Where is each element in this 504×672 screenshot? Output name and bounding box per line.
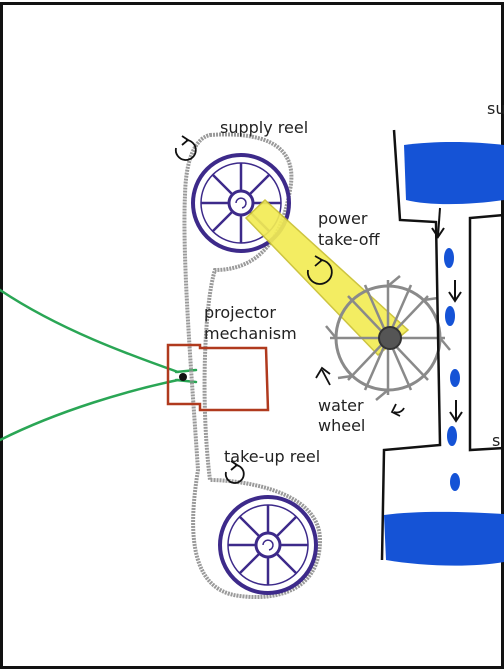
projector-mechanism-label-line2: mechanism	[204, 324, 297, 343]
supply-reel-hub	[227, 189, 255, 217]
supply-reel-label: supply reel	[220, 118, 308, 137]
take-up-reel	[218, 495, 318, 595]
tank-outline-left	[380, 129, 442, 561]
water-wheel	[325, 275, 451, 401]
rotation-arrow-icon	[224, 460, 245, 484]
water-wheel-axle	[378, 326, 402, 350]
take-up-reel-label: take-up reel	[224, 447, 320, 466]
water-droplet	[444, 248, 454, 268]
water-wheel-paddles	[325, 275, 451, 401]
projector-lens	[179, 373, 187, 381]
light-rays	[0, 288, 198, 442]
rotation-arrow-icon	[315, 366, 331, 386]
upper-water-tank-fill	[404, 141, 504, 205]
water-droplet	[450, 473, 460, 491]
rotation-arrow-icon	[390, 403, 405, 417]
water-wheel-label-line2: wheel	[318, 416, 365, 435]
power-take-off-label-line2: take-off	[318, 230, 380, 249]
cut-off-lower-label: s	[492, 431, 500, 450]
water-droplet	[447, 426, 457, 446]
power-take-off-label-line1: power	[318, 209, 368, 228]
rotation-arrow-icon	[174, 135, 197, 161]
water-droplet	[445, 306, 455, 326]
flow-arrow-icon	[431, 207, 463, 423]
light-ray-stub-lower	[174, 378, 198, 384]
projector-mechanism	[166, 343, 270, 412]
tank-outline-right	[468, 213, 504, 452]
cut-off-upper-label: su	[487, 99, 504, 118]
lower-water-tank-fill	[384, 511, 504, 566]
film-strip-loop	[182, 132, 323, 600]
light-ray-upper	[0, 288, 180, 374]
take-up-reel-hub	[254, 531, 282, 559]
projector-mechanism-label-line1: projector	[204, 303, 276, 322]
water-wheel-label-line1: water	[318, 396, 364, 415]
water-system	[380, 129, 504, 566]
supply-reel-rim	[191, 153, 291, 253]
water-droplets	[444, 248, 460, 491]
light-ray-lower	[0, 378, 180, 442]
projector-mechanism-box	[166, 343, 270, 412]
water-droplet	[450, 369, 460, 387]
rotation-arrow-icon	[306, 255, 333, 285]
take-up-reel-rim	[218, 495, 318, 595]
